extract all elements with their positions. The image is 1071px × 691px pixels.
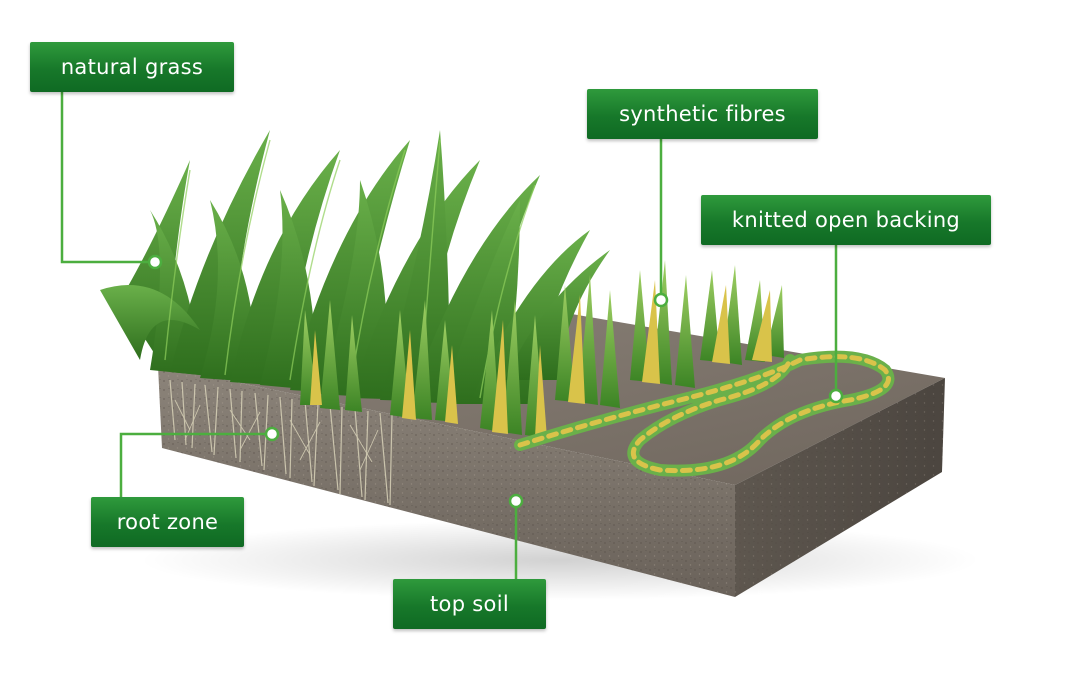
label-top-soil: top soil [393, 579, 546, 629]
leader-lines [60, 92, 838, 579]
label-knitted-open-backing: knitted open backing [701, 195, 991, 245]
dot-root-zone [264, 426, 280, 442]
dot-knitted-backing [828, 388, 844, 404]
dot-top-soil [508, 493, 524, 509]
label-synthetic-fibres: synthetic fibres [587, 89, 818, 139]
dot-synthetic-fibres [653, 292, 669, 308]
dot-natural-grass [147, 254, 163, 270]
label-natural-grass: natural grass [30, 42, 234, 92]
label-root-zone: root zone [91, 497, 244, 547]
knitted-backing [514, 350, 895, 477]
synthetic-fibre-tufts [300, 260, 784, 438]
leader-natural-grass [60, 92, 153, 264]
leader-root-zone [119, 432, 272, 497]
leader-dots [147, 254, 844, 509]
